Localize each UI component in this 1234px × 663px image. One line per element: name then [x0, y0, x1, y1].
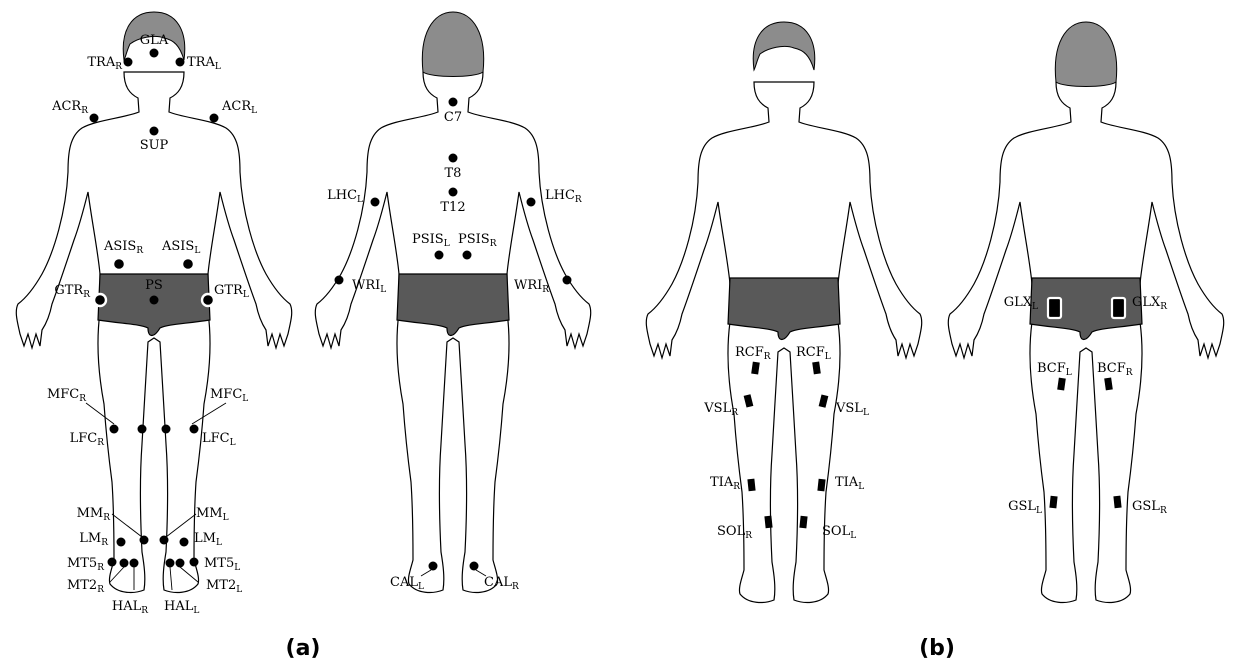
labels-b-front: RCFR RCFL VSLR VSLL TIAR TIAL SOLR SOLL — [703, 345, 869, 541]
marker-MT2-L — [176, 559, 185, 568]
marker-CAL-L — [429, 562, 438, 571]
marker-ASIS-R — [113, 258, 125, 270]
marker-MM-R — [140, 536, 149, 545]
marker-MFC-R — [138, 425, 147, 434]
label-GSL-R: GSLR — [1132, 499, 1167, 516]
figure-b-front — [646, 22, 921, 602]
marker-MT2-R — [120, 559, 129, 568]
label-MM-R: MMR — [77, 506, 111, 523]
label-MT2-L: MT2L — [206, 578, 242, 595]
label-TIA-L: TIAL — [835, 475, 864, 492]
marker-WRI-R — [563, 276, 572, 285]
marker-TRA-R — [124, 58, 133, 67]
figure-b-back — [948, 22, 1223, 602]
label-SUP: SUP — [140, 138, 169, 153]
label-MFC-L: MFCL — [210, 387, 248, 404]
sensor-GSL-L — [1049, 496, 1057, 509]
caption-b: (b) — [919, 636, 955, 661]
label-MM-L: MML — [196, 506, 229, 523]
label-TRA-R: TRAR — [87, 55, 122, 72]
marker-LFC-L — [190, 425, 199, 434]
marker-PSIS-L — [435, 251, 444, 260]
marker-ACR-R — [90, 114, 99, 123]
marker-WRI-L — [335, 276, 344, 285]
sensor-TIA-R — [747, 479, 755, 492]
label-T8: T8 — [445, 166, 462, 181]
label-GTR-R: GTRR — [54, 283, 90, 300]
label-LHC-R: LHCR — [545, 188, 582, 205]
marker-HAL-R — [130, 559, 139, 568]
sensor-SOL-L — [799, 516, 807, 529]
marker-GLA — [150, 49, 159, 58]
label-GSL-L: GSLL — [1008, 499, 1042, 516]
marker-PS — [150, 296, 159, 305]
marker-MT5-R — [108, 558, 117, 567]
marker-GTR-L — [202, 294, 214, 306]
label-WRI-R: WRIR — [514, 278, 549, 295]
label-LFC-L: LFCL — [202, 431, 236, 448]
marker-LFC-R — [110, 425, 119, 434]
marker-LM-R — [117, 538, 126, 547]
caption-a: (a) — [286, 636, 321, 661]
label-MT5-R: MT5R — [67, 556, 104, 573]
marker-SUP — [150, 127, 159, 136]
marker-TRA-L — [176, 58, 185, 67]
label-MFC-R: MFCR — [47, 387, 86, 404]
label-TIA-R: TIAR — [710, 475, 740, 492]
label-HAL-R: HALR — [112, 599, 148, 616]
marker-C7 — [449, 98, 458, 107]
label-MT2-R: MT2R — [67, 578, 104, 595]
marker-ASIS-L — [182, 258, 194, 270]
marker-LM-L — [180, 538, 189, 547]
label-MT5-L: MT5L — [204, 556, 240, 573]
label-CAL-R: CALR — [484, 575, 519, 592]
label-ACR-L: ACRL — [221, 99, 257, 116]
marker-LHC-R — [527, 198, 536, 207]
sensor-SOL-R — [764, 516, 772, 529]
sensor-GLX-L — [1048, 298, 1061, 318]
marker-MM-L — [160, 536, 169, 545]
marker-CAL-R — [470, 562, 479, 571]
marker-T8 — [449, 154, 458, 163]
label-LM-R: LMR — [79, 531, 108, 548]
label-C7: C7 — [444, 110, 462, 125]
marker-HAL-L — [166, 559, 175, 568]
marker-MFC-L — [162, 425, 171, 434]
marker-MT5-L — [190, 558, 199, 567]
label-WRI-L: WRIL — [352, 278, 386, 295]
label-HAL-L: HALL — [164, 599, 199, 616]
marker-ACR-L — [210, 114, 219, 123]
label-ACR-R: ACRR — [51, 99, 88, 116]
marker-T12 — [449, 188, 458, 197]
label-GLX-R: GLXR — [1132, 295, 1167, 312]
label-TRA-L: TRAL — [187, 55, 221, 72]
label-LHC-L: LHCL — [327, 188, 363, 205]
label-VSL-L: VSLL — [835, 401, 869, 418]
marker-PSIS-R — [463, 251, 472, 260]
sensor-TIA-L — [817, 479, 825, 492]
label-T12: T12 — [440, 200, 465, 215]
label-GTR-L: GTRL — [214, 283, 249, 300]
marker-LHC-L — [371, 198, 380, 207]
label-SOL-L: SOLL — [822, 524, 856, 541]
label-GLA: GLA — [140, 33, 169, 48]
label-PS: PS — [145, 278, 163, 293]
label-LFC-R: LFCR — [70, 431, 105, 448]
label-LM-L: LML — [194, 531, 222, 548]
marker-GTR-R — [94, 294, 106, 306]
sensor-GLX-R — [1112, 298, 1125, 318]
sensor-GSL-R — [1113, 496, 1121, 509]
